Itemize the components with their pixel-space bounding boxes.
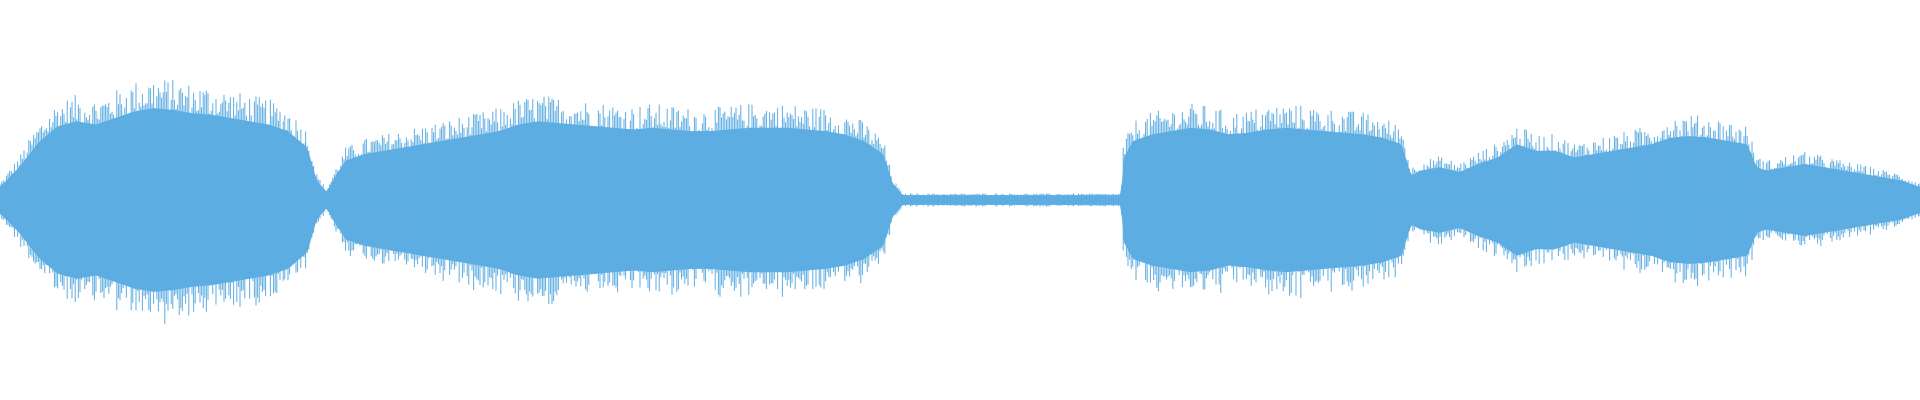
waveform-bars	[0, 79, 1920, 325]
